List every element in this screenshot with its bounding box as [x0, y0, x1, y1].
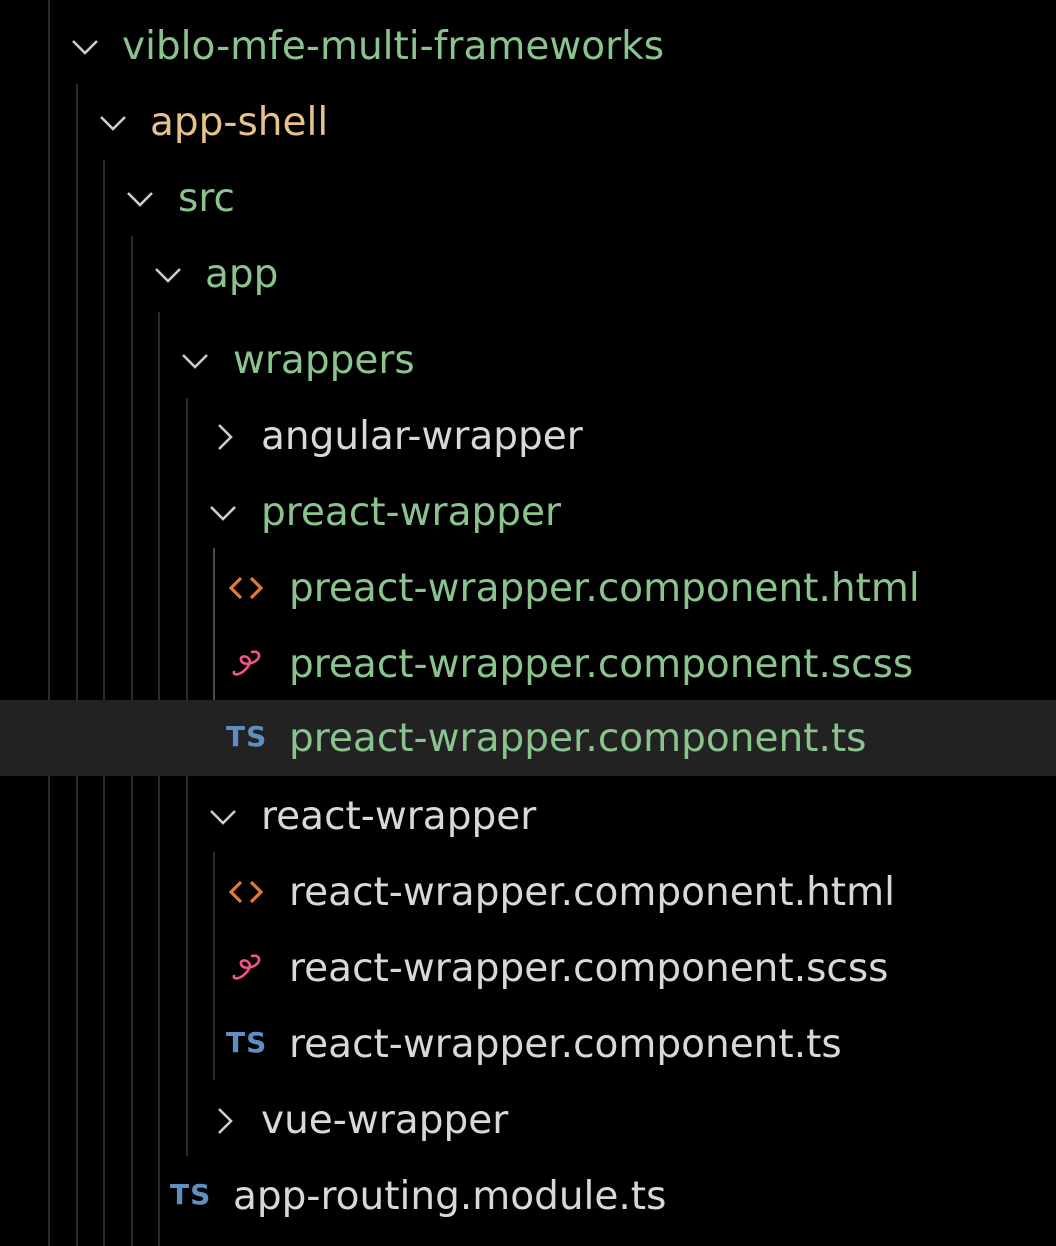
tree-item-react-wrapper-scss[interactable]: react-wrapper.component.scss	[0, 930, 1056, 1006]
indent-guide	[158, 312, 160, 1246]
tree-item-label: react-wrapper.component.scss	[289, 946, 889, 991]
chevron-down-icon[interactable]	[70, 32, 100, 62]
tree-item-preact-wrapper[interactable]: preact-wrapper	[0, 474, 1056, 550]
indent-guide	[48, 0, 50, 1246]
tree-item-label: wrappers	[233, 338, 415, 383]
indent-guide-active	[213, 548, 215, 776]
sass-icon	[226, 948, 266, 988]
tree-item-wrappers[interactable]: wrappers	[0, 322, 1056, 398]
chevron-down-icon[interactable]	[208, 802, 238, 832]
chevron-down-icon[interactable]	[208, 498, 238, 528]
tree-item-label: vue-wrapper	[261, 1098, 509, 1143]
tree-item-label: app-routing.module.ts	[233, 1174, 667, 1219]
tree-item-label: preact-wrapper.component.ts	[289, 716, 867, 761]
tree-item-label: react-wrapper	[261, 794, 537, 839]
tree-item-label: react-wrapper.component.html	[289, 870, 895, 915]
tree-item-app-routing-module-ts[interactable]: TS app-routing.module.ts	[0, 1158, 1056, 1234]
typescript-icon: TS	[170, 1178, 212, 1211]
tree-item-angular-wrapper[interactable]: angular-wrapper	[0, 398, 1056, 474]
chevron-down-icon[interactable]	[98, 108, 128, 138]
tree-item-label: preact-wrapper.component.html	[289, 566, 920, 611]
tree-item-preact-wrapper-scss[interactable]: preact-wrapper.component.scss	[0, 626, 1056, 702]
tree-item-label: preact-wrapper	[261, 490, 562, 535]
chevron-right-icon[interactable]	[210, 1106, 240, 1136]
tree-item-src[interactable]: src	[0, 160, 1056, 236]
tree-item-react-wrapper-ts[interactable]: TS react-wrapper.component.ts	[0, 1006, 1056, 1082]
chevron-down-icon[interactable]	[153, 260, 183, 290]
tree-item-label: viblo-mfe-multi-frameworks	[122, 24, 665, 69]
typescript-icon: TS	[226, 1026, 268, 1059]
tree-item-label: app-shell	[150, 100, 329, 145]
tree-item-label: preact-wrapper.component.scss	[289, 642, 914, 687]
tree-item-preact-wrapper-ts[interactable]: TS preact-wrapper.component.ts	[0, 700, 1056, 776]
sass-icon	[226, 644, 266, 684]
tree-item-app-shell[interactable]: app-shell	[0, 84, 1056, 160]
tree-item-label: react-wrapper.component.ts	[289, 1022, 842, 1067]
tree-item-viblo-mfe-multi-frameworks[interactable]: viblo-mfe-multi-frameworks	[0, 8, 1056, 84]
tree-item-app[interactable]: app	[0, 236, 1056, 312]
tree-item-label: app	[205, 252, 279, 297]
indent-guide	[186, 398, 188, 1156]
tree-item-preact-wrapper-html[interactable]: preact-wrapper.component.html	[0, 550, 1056, 626]
tree-item-vue-wrapper[interactable]: vue-wrapper	[0, 1082, 1056, 1158]
chevron-down-icon[interactable]	[180, 346, 210, 376]
indent-guide	[213, 852, 215, 1080]
tree-item-react-wrapper-html[interactable]: react-wrapper.component.html	[0, 854, 1056, 930]
chevron-down-icon[interactable]	[125, 184, 155, 214]
html-icon	[226, 872, 266, 912]
tree-item-label: angular-wrapper	[261, 414, 583, 459]
typescript-icon: TS	[226, 720, 268, 753]
html-icon	[226, 568, 266, 608]
tree-item-react-wrapper[interactable]: react-wrapper	[0, 778, 1056, 854]
tree-item-label: src	[178, 176, 235, 221]
indent-guide	[76, 84, 78, 1246]
chevron-right-icon[interactable]	[210, 422, 240, 452]
